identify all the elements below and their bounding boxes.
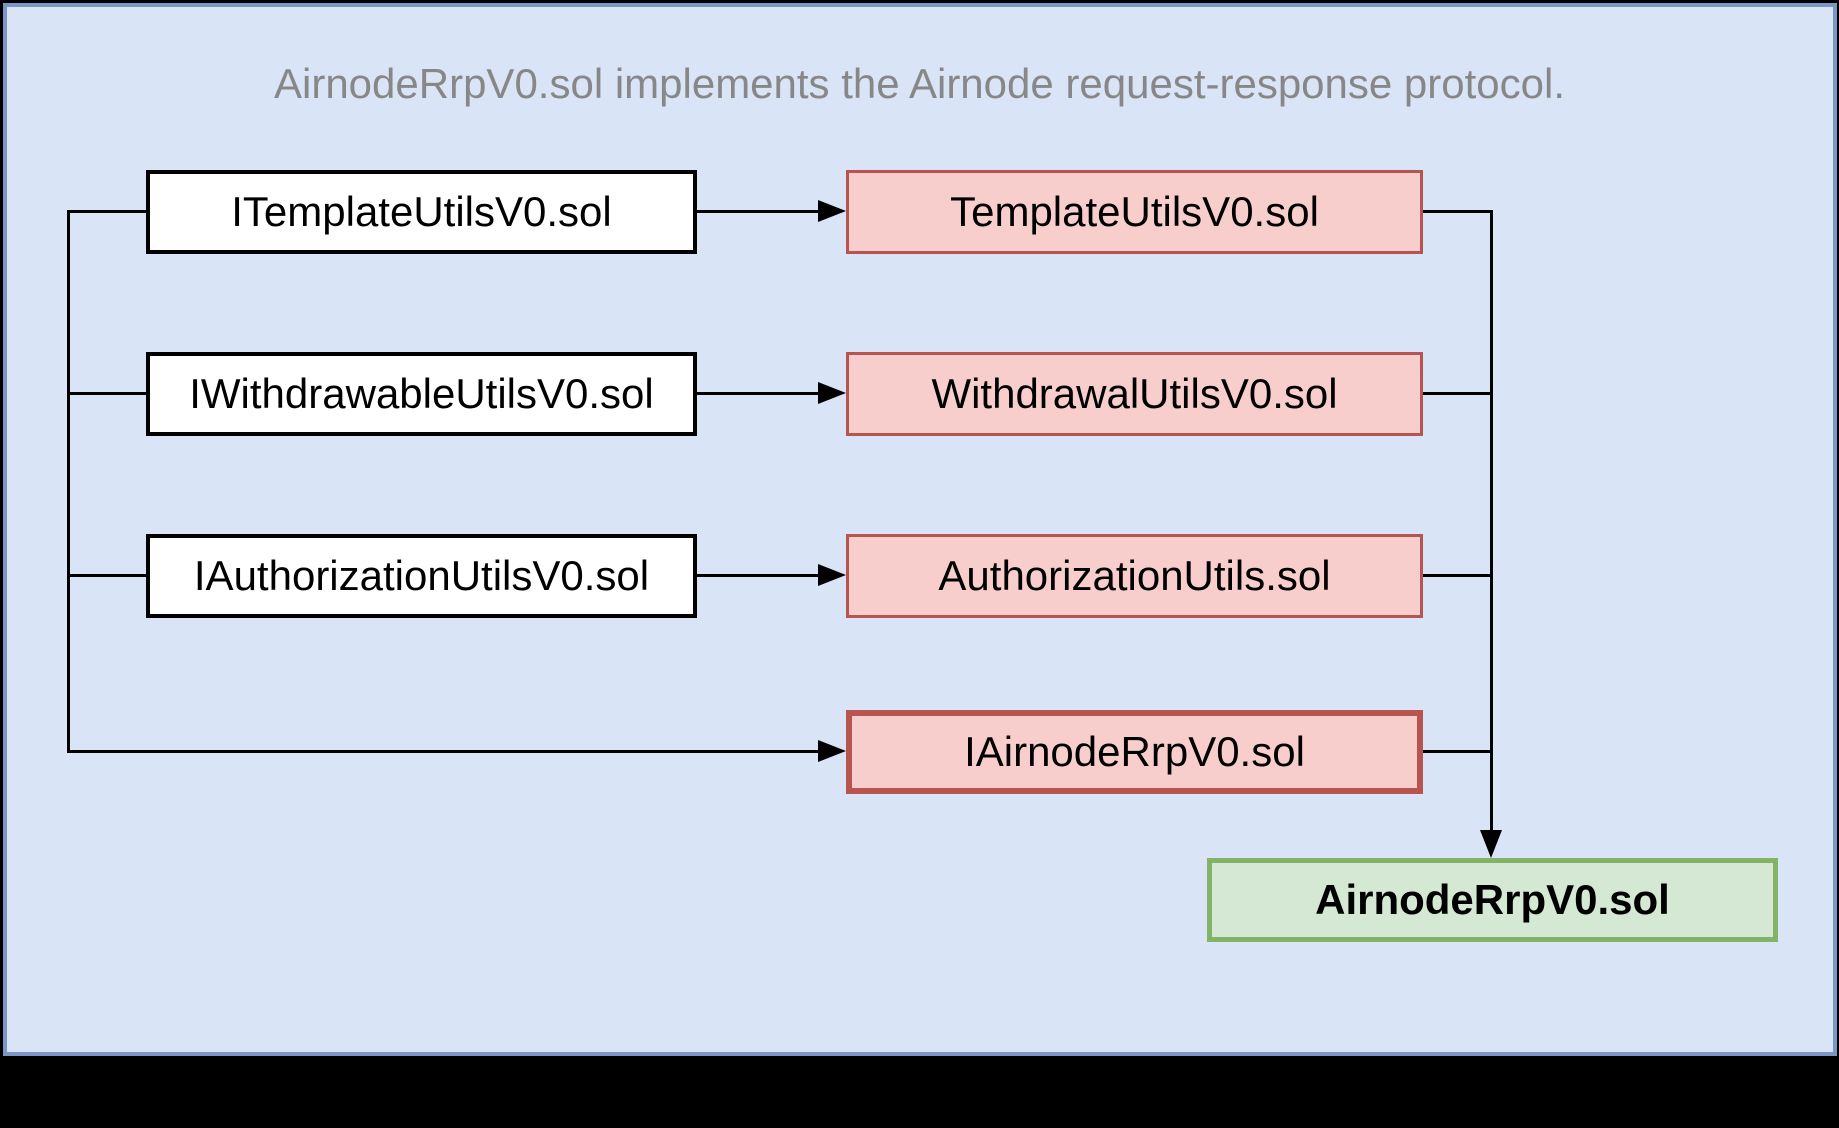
connector-iwithdrawable-left-stub — [67, 392, 149, 395]
node-itemplate-utils: ITemplateUtilsV0.sol — [146, 170, 697, 254]
node-iairnode-rrp: IAirnodeRrpV0.sol — [846, 710, 1423, 794]
node-label: IWithdrawableUtilsV0.sol — [189, 370, 654, 417]
connector-right-vertical — [1490, 210, 1493, 832]
arrowhead-iwithdrawable-to-withdrawal-icon — [818, 382, 846, 404]
arrow-itemplate-to-template — [697, 210, 820, 213]
node-label: IAuthorizationUtilsV0.sol — [193, 552, 650, 599]
connector-left-vertical — [67, 210, 70, 753]
node-iwithdrawable-utils: IWithdrawableUtilsV0.sol — [146, 352, 697, 436]
arrow-interfaces-to-iairnode-rrp — [67, 750, 818, 753]
connector-template-right-stub — [1423, 210, 1493, 213]
node-airnode-rrp: AirnodeRrpV0.sol — [1207, 858, 1778, 942]
node-label: TemplateUtilsV0.sol — [950, 188, 1319, 235]
connector-withdrawal-right-stub — [1423, 392, 1493, 395]
node-iauthorization-utils: IAuthorizationUtilsV0.sol — [146, 534, 697, 618]
node-label: ITemplateUtilsV0.sol — [231, 188, 612, 235]
node-label: WithdrawalUtilsV0.sol — [931, 370, 1338, 417]
arrowhead-interfaces-to-iairnode-rrp-icon — [818, 740, 846, 762]
node-label: AirnodeRrpV0.sol — [1315, 876, 1670, 923]
arrow-iwithdrawable-to-withdrawal — [697, 392, 820, 395]
diagram-title: AirnodeRrpV0.sol implements the Airnode … — [273, 60, 1566, 107]
node-template-utils: TemplateUtilsV0.sol — [846, 170, 1423, 254]
arrowhead-itemplate-to-template-icon — [818, 200, 846, 222]
node-label: IAirnodeRrpV0.sol — [964, 728, 1305, 775]
arrowhead-iauthorization-to-authorization-icon — [818, 564, 846, 586]
connector-iairnode-rrp-right-stub — [1423, 750, 1493, 753]
arrowhead-implementations-to-airnode-rrp-icon — [1480, 830, 1502, 858]
arrow-iauthorization-to-authorization — [697, 574, 820, 577]
node-authorization-utils: AuthorizationUtils.sol — [846, 534, 1423, 618]
node-label: AuthorizationUtils.sol — [938, 552, 1331, 599]
node-withdrawal-utils: WithdrawalUtilsV0.sol — [846, 352, 1423, 436]
connector-itemplate-left-stub — [67, 210, 149, 213]
connector-authorization-right-stub — [1423, 574, 1493, 577]
connector-iauthorization-left-stub — [67, 574, 149, 577]
